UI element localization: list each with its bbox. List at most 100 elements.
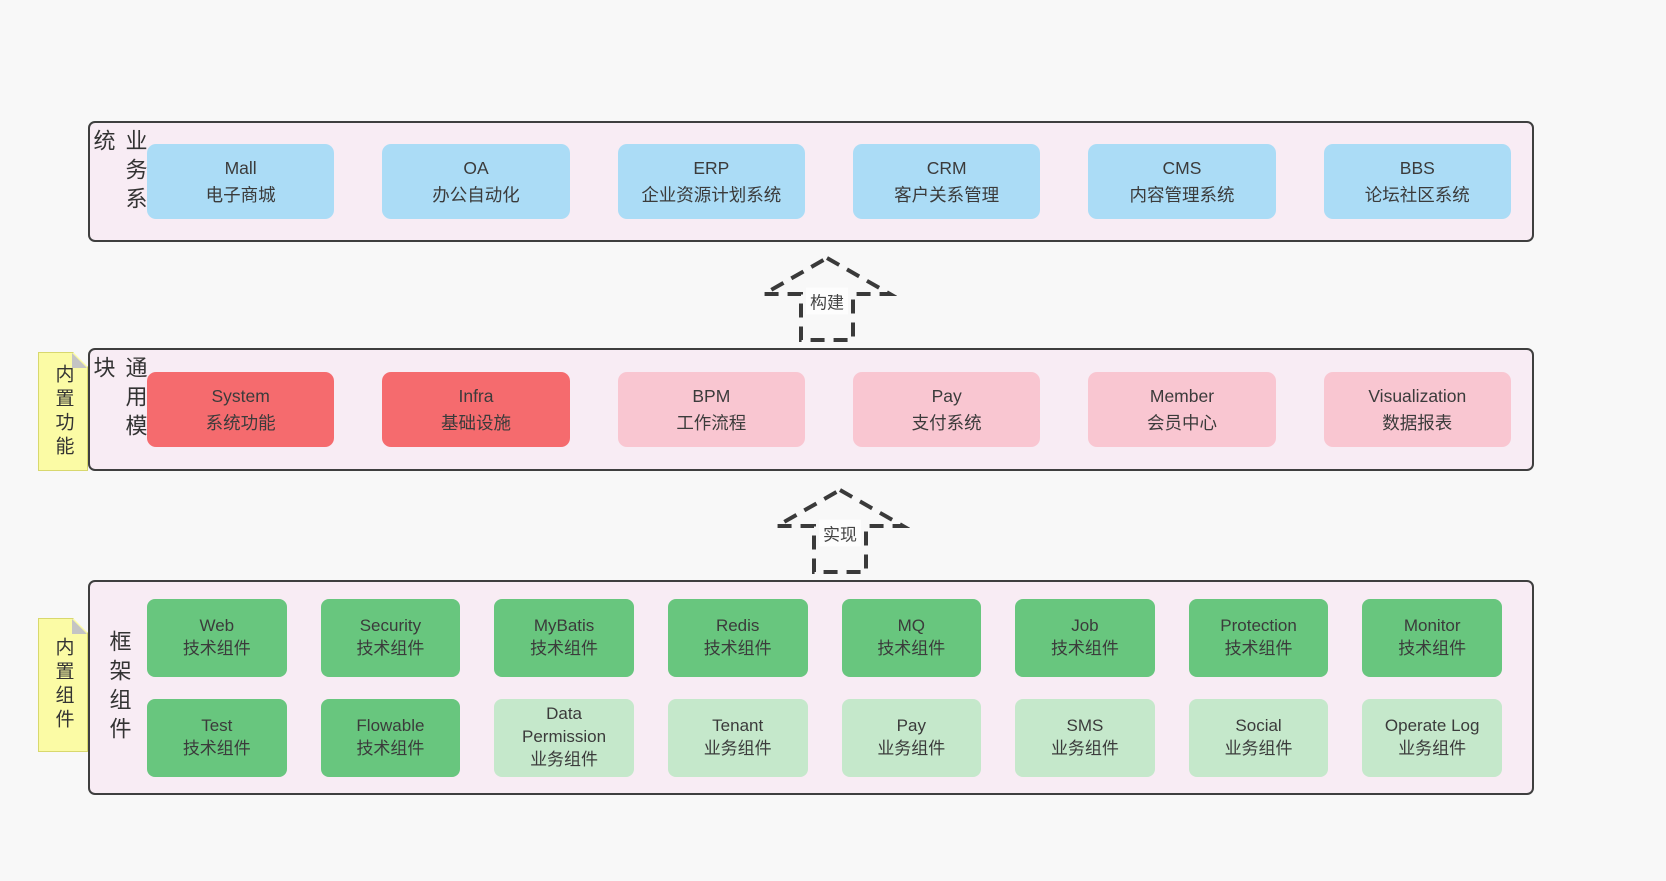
box-title: Security: [359, 615, 422, 635]
box-mybatis: MyBatis 技术组件: [494, 598, 634, 677]
box-tenant: Tenant 业务组件: [667, 698, 808, 777]
box-visualization: Visualization 数据报表: [1323, 372, 1511, 447]
box-redis: Redis 技术组件: [667, 598, 808, 677]
box-subtitle: 技术组件: [356, 638, 425, 658]
box-erp: ERP 企业资源计划系统: [617, 144, 805, 219]
box-title: BBS: [1399, 158, 1435, 179]
box-cms: CMS 内容管理系统: [1088, 144, 1276, 219]
framework-row-1: Web 技术组件 Security 技术组件 MyBatis 技术组件 Redi…: [147, 598, 1502, 677]
implement-arrow: 实现: [770, 487, 910, 575]
box-title: Monitor: [1403, 615, 1461, 635]
box-bbs: BBS 论坛社区系统: [1323, 144, 1511, 219]
box-subtitle: 企业资源计划系统: [641, 184, 782, 205]
layer-label: 通用模块: [90, 356, 148, 443]
box-security: Security 技术组件: [320, 598, 461, 677]
box-title: ERP: [693, 158, 730, 179]
box-title: Member: [1149, 386, 1215, 407]
box-subtitle: 技术组件: [530, 638, 599, 658]
box-monitor: Monitor 技术组件: [1362, 598, 1502, 677]
box-bpm: BPM 工作流程: [617, 372, 805, 447]
box-subtitle: 技术组件: [877, 638, 946, 658]
framework-rows: Web 技术组件 Security 技术组件 MyBatis 技术组件 Redi…: [147, 582, 1532, 793]
box-pay-component: Pay 业务组件: [841, 698, 982, 777]
box-system: System 系统功能: [147, 372, 335, 447]
box-mall: Mall 电子商城: [147, 144, 335, 219]
note-fold-corner: [72, 353, 87, 368]
box-pay-system: Pay 支付系统: [852, 372, 1041, 447]
box-subtitle: 业务组件: [1050, 738, 1119, 758]
layer-label: 框架组件: [106, 629, 132, 746]
layer-common-modules: 通用模块 System 系统功能 Infra 基础设施 BPM 工作流程 Pay…: [88, 348, 1534, 471]
box-subtitle: 支付系统: [911, 412, 982, 433]
up-block-arrow-icon: [770, 487, 910, 574]
box-crm: CRM 客户关系管理: [852, 144, 1041, 219]
box-title: OA: [463, 158, 489, 179]
box-title: Pay: [896, 715, 926, 735]
box-subtitle: 技术组件: [1050, 638, 1119, 658]
common-boxes: System 系统功能 Infra 基础设施 BPM 工作流程 Pay 支付系统…: [147, 350, 1532, 469]
box-title: Flowable: [356, 715, 425, 735]
box-subtitle: 业务组件: [1224, 738, 1293, 758]
box-title: Redis: [715, 615, 760, 635]
box-subtitle: 工作流程: [676, 412, 747, 433]
implement-arrow-label: 实现: [819, 519, 861, 547]
box-subtitle: 系统功能: [205, 412, 276, 433]
box-subtitle: 业务组件: [1398, 738, 1467, 758]
note-label: 内置组件: [52, 637, 74, 733]
box-infra: Infra 基础设施: [382, 372, 570, 447]
note-label: 内置功能: [52, 363, 74, 460]
box-subtitle: 数据报表: [1382, 412, 1453, 433]
box-subtitle: 电子商城: [205, 184, 276, 205]
box-title: Mall: [224, 158, 257, 179]
box-title: Operate Log: [1384, 715, 1480, 735]
box-title: Test: [201, 715, 233, 735]
box-subtitle: 会员中心: [1146, 412, 1217, 433]
layer-framework-components: 框架组件 Web 技术组件 Security 技术组件 MyBatis 技术组件…: [88, 580, 1534, 795]
box-subtitle: 客户关系管理: [894, 184, 1000, 205]
box-protection: Protection 技术组件: [1188, 598, 1329, 677]
box-operate-log: Operate Log 业务组件: [1362, 698, 1502, 777]
box-sms: SMS 业务组件: [1015, 698, 1155, 777]
box-title: Job: [1071, 615, 1099, 635]
box-title: CMS: [1162, 158, 1202, 179]
box-mq: MQ 技术组件: [841, 598, 982, 677]
box-title: System: [211, 386, 270, 407]
box-job: Job 技术组件: [1015, 598, 1155, 677]
box-subtitle: 技术组件: [703, 638, 772, 658]
box-subtitle: 业务组件: [877, 738, 946, 758]
box-title: Social: [1235, 715, 1282, 735]
box-subtitle: 基础设施: [440, 412, 511, 433]
box-data-permission: Data Permission 业务组件: [494, 698, 634, 777]
box-social: Social 业务组件: [1188, 698, 1329, 777]
box-flowable: Flowable 技术组件: [320, 698, 461, 777]
box-subtitle: 技术组件: [182, 738, 251, 758]
note-fold-corner: [72, 619, 87, 634]
box-member: Member 会员中心: [1088, 372, 1276, 447]
box-oa: OA 办公自动化: [382, 144, 570, 219]
box-title: Visualization: [1368, 386, 1467, 407]
box-subtitle: 论坛社区系统: [1364, 184, 1470, 205]
box-title: Infra: [458, 386, 494, 407]
box-subtitle: 技术组件: [356, 738, 425, 758]
box-title: MyBatis: [533, 615, 595, 635]
box-title: Web: [199, 615, 235, 635]
box-subtitle: 技术组件: [1224, 638, 1293, 658]
box-title: BPM: [692, 386, 731, 407]
box-title: Pay: [931, 386, 962, 407]
framework-row-2: Test 技术组件 Flowable 技术组件 Data Permission …: [147, 698, 1502, 777]
box-title: CRM: [926, 158, 967, 179]
box-title: Data Permission: [522, 704, 607, 747]
up-block-arrow-icon: [757, 255, 897, 342]
layer-label: 业务系统: [90, 129, 148, 216]
box-title: Tenant: [712, 715, 764, 735]
build-arrow-label: 构建: [806, 287, 848, 315]
box-title: MQ: [897, 615, 925, 635]
box-title: SMS: [1066, 715, 1104, 735]
sticky-note-built-in-components: 内置组件: [38, 618, 88, 752]
box-subtitle: 业务组件: [703, 738, 772, 758]
layer-business-systems: 业务系统 Mall 电子商城 OA 办公自动化 ERP 企业资源计划系统 CRM…: [88, 121, 1534, 242]
box-subtitle: 内容管理系统: [1129, 184, 1235, 205]
box-subtitle: 技术组件: [1398, 638, 1467, 658]
box-title: Protection: [1220, 615, 1297, 635]
